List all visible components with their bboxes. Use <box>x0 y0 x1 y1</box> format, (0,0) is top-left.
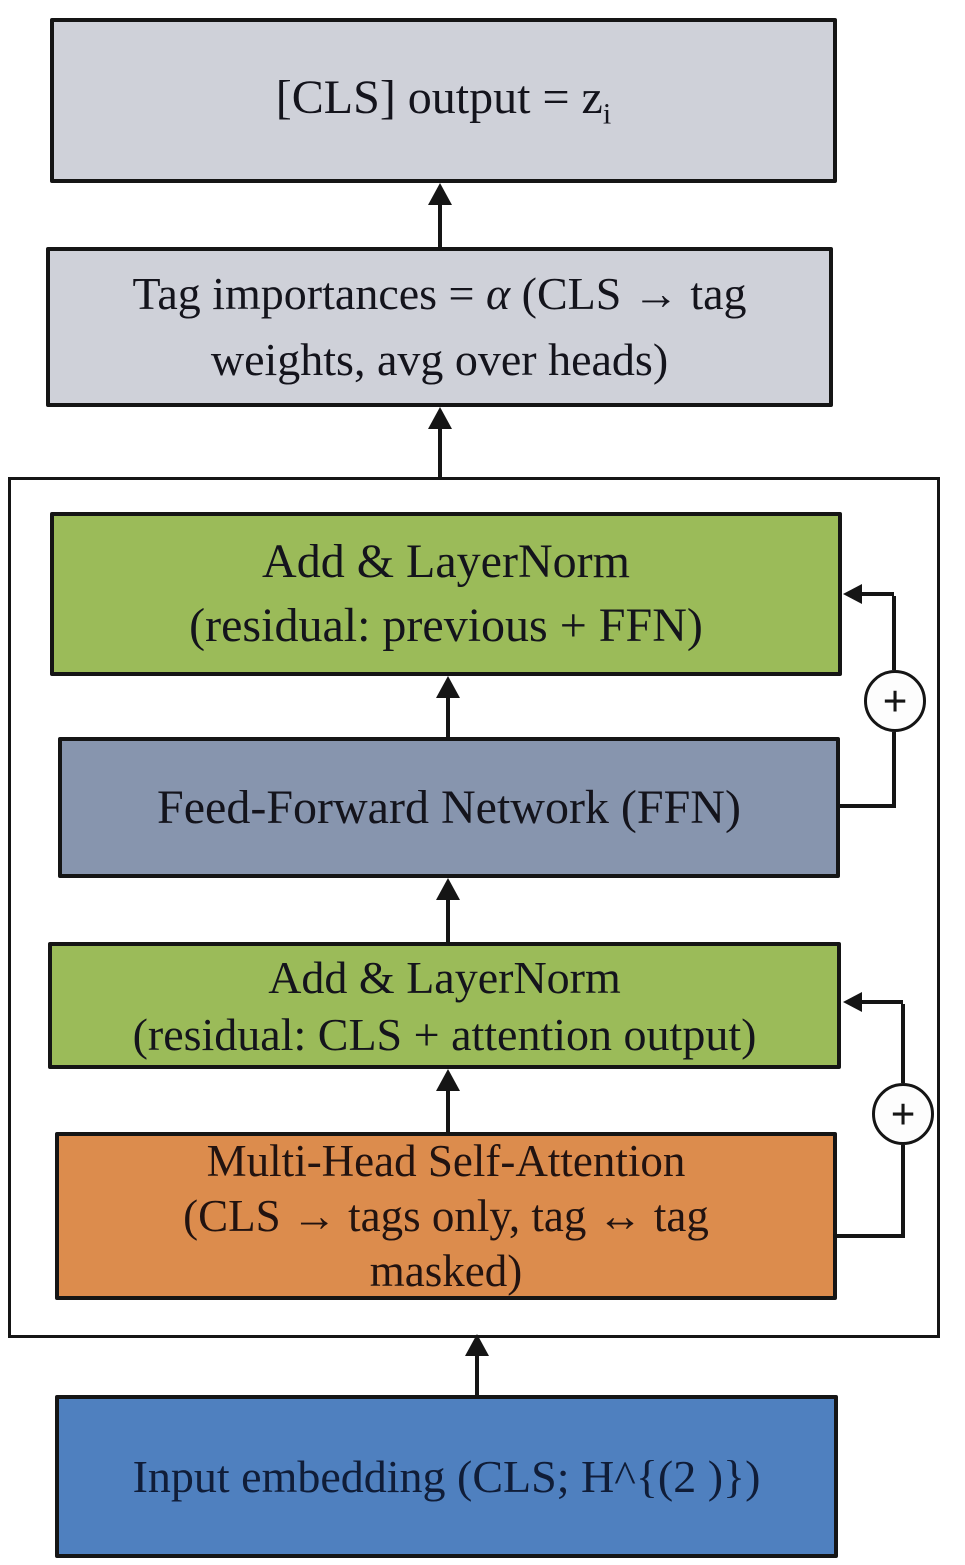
residual-bottom-line-from-attention <box>837 1234 905 1238</box>
plus-icon: + <box>882 676 908 726</box>
residual-bottom-line-up2 <box>901 1004 905 1083</box>
ffn-box: Feed-Forward Network (FFN) <box>58 737 840 878</box>
addnorm-top-box: Add & LayerNorm (residual: previous + FF… <box>50 512 842 676</box>
cls-output-label: [CLS] output = zi <box>275 70 612 131</box>
arrow-input-to-encoder-head <box>465 1334 489 1356</box>
arrow-attention-to-addnorm-head <box>436 1069 460 1091</box>
cls-output-box: [CLS] output = zi <box>50 18 837 183</box>
arrow-up-to-importance-shaft <box>438 429 442 477</box>
arrow-ffn-to-addnorm-shaft <box>446 698 450 737</box>
addnorm-top-line2: (residual: previous + FFN) <box>189 599 703 652</box>
tag-importances-line1: Tag importances = α (CLS → tag <box>132 268 747 319</box>
addnorm-bottom-line1: Add & LayerNorm <box>268 951 621 1003</box>
arrow-addnorm-to-ffn-shaft <box>446 900 450 942</box>
multi-head-attention-box: Multi-Head Self-Attention (CLS → tags on… <box>55 1132 837 1300</box>
cls-output-subscript: i <box>602 97 612 131</box>
arrow-up-to-output-head <box>428 183 452 205</box>
residual-top-line-up2 <box>892 596 896 670</box>
residual-top-line-into-addnorm <box>860 592 894 596</box>
residual-bottom-line-into-addnorm <box>860 1000 903 1004</box>
residual-add-circle-top: + <box>864 670 926 732</box>
input-embedding-label: Input embedding (CLS; H^{(2 )}) <box>132 1451 761 1502</box>
tag-importances-line2: weights, avg over heads) <box>210 334 669 385</box>
residual-bottom-line-up1 <box>901 1145 905 1236</box>
plus-icon: + <box>890 1089 916 1139</box>
attention-line1: Multi-Head Self-Attention <box>206 1135 686 1186</box>
ffn-label: Feed-Forward Network (FFN) <box>157 781 741 834</box>
residual-top-line-up1 <box>892 732 896 806</box>
residual-bottom-arrowhead <box>843 992 862 1012</box>
input-embedding-box: Input embedding (CLS; H^{(2 )}) <box>55 1395 838 1558</box>
addnorm-bottom-box: Add & LayerNorm (residual: CLS + attenti… <box>48 942 841 1069</box>
arrow-attention-to-addnorm-shaft <box>446 1091 450 1132</box>
arrow-up-to-output-shaft <box>438 205 442 247</box>
tag-importances-box: Tag importances = α (CLS → tag weights, … <box>46 247 833 407</box>
addnorm-bottom-line2: (residual: CLS + attention output) <box>132 1008 757 1060</box>
arrow-up-to-importance-head <box>428 407 452 429</box>
attention-line3: masked) <box>369 1245 523 1296</box>
arrow-ffn-to-addnorm-head <box>436 676 460 698</box>
residual-add-circle-bottom: + <box>872 1083 934 1145</box>
attention-line2: (CLS → tags only, tag ↔ tag <box>183 1190 709 1241</box>
arrow-addnorm-to-ffn-head <box>436 878 460 900</box>
arrow-input-to-encoder-shaft <box>475 1356 479 1395</box>
residual-top-line-from-ffn <box>840 804 896 808</box>
addnorm-top-line1: Add & LayerNorm <box>262 535 630 588</box>
residual-top-arrowhead <box>843 584 862 604</box>
alpha-symbol: α <box>486 268 511 319</box>
